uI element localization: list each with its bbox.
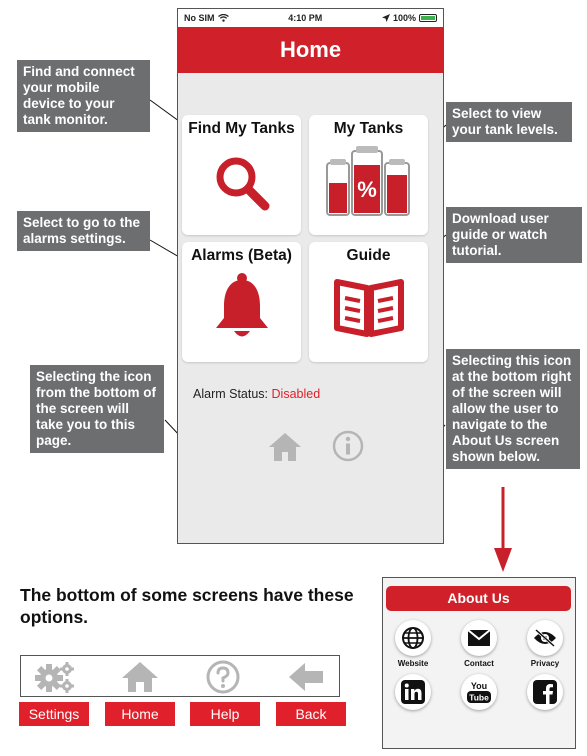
callout-my-tanks: Select to view your tank levels. <box>446 102 572 142</box>
alarms-tile[interactable]: Alarms (Beta) <box>182 242 301 362</box>
percent-glyph: % <box>357 177 377 202</box>
bottom-options-heading: The bottom of some screens have these op… <box>20 585 354 627</box>
settings-option-button[interactable]: Settings <box>19 702 89 726</box>
page-title: Home <box>178 27 443 73</box>
envelope-icon <box>467 629 491 646</box>
youtube-icon: You Tube <box>467 681 491 703</box>
guide-label: Guide <box>346 247 391 264</box>
home-option-icon[interactable] <box>120 660 160 694</box>
battery-percent: 100% <box>392 13 416 23</box>
alarms-label: Alarms (Beta) <box>191 247 292 264</box>
home-screen: Find My Tanks My Tanks % <box>178 73 443 543</box>
home-option-button[interactable]: Home <box>105 702 175 726</box>
open-book-icon <box>333 279 404 337</box>
about-us-title: About Us <box>386 586 571 611</box>
location-arrow-icon <box>381 14 390 22</box>
facebook-icon <box>533 680 557 704</box>
back-option-button[interactable]: Back <box>276 702 346 726</box>
clock-label: 4:10 PM <box>288 13 323 23</box>
alarm-status: Alarm Status: Disabled <box>193 387 320 401</box>
bell-icon <box>215 273 268 337</box>
about-us-panel: About Us Website Contact Privacy <box>382 577 576 749</box>
phone-mockup: No SIM 4:10 PM 100% Home Find My Tanks M… <box>177 8 444 544</box>
contact-button[interactable] <box>461 620 497 656</box>
globe-icon <box>402 627 424 649</box>
info-icon[interactable] <box>331 429 365 463</box>
privacy-button[interactable] <box>527 620 563 656</box>
website-label: Website <box>397 659 429 668</box>
my-tanks-tile[interactable]: My Tanks % <box>309 115 428 235</box>
alarm-status-value: Disabled <box>271 387 321 401</box>
hidden-eye-icon <box>534 628 556 648</box>
tank-levels-icon: % <box>325 146 410 216</box>
callout-info-icon: Selecting this icon at the bottom right … <box>446 349 580 469</box>
home-icon[interactable] <box>267 431 303 463</box>
linkedin-button[interactable] <box>395 674 431 710</box>
website-button[interactable] <box>395 620 431 656</box>
magnifier-icon <box>216 157 269 211</box>
battery-icon <box>418 14 437 22</box>
carrier-label: No SIM <box>184 13 215 23</box>
help-icon[interactable] <box>205 659 241 695</box>
callout-home-icon: Selecting the icon from the bottom of th… <box>30 365 164 453</box>
alarm-status-label: Alarm Status: <box>193 387 269 401</box>
callout-find-my-tanks: Find and connect your mobile device to y… <box>17 60 150 132</box>
find-my-tanks-label: Find My Tanks <box>188 120 295 137</box>
guide-tile[interactable]: Guide <box>309 242 428 362</box>
my-tanks-label: My Tanks <box>333 120 404 137</box>
callout-alarms: Select to go to the alarms settings. <box>17 211 150 251</box>
bottom-options-bar <box>20 655 340 697</box>
callout-guide: Download user guide or watch tutorial. <box>446 207 582 263</box>
youtube-button[interactable]: You Tube <box>461 674 497 710</box>
privacy-label: Privacy <box>530 659 560 668</box>
gear-icon[interactable] <box>33 661 77 693</box>
wifi-icon <box>217 14 229 22</box>
back-arrow-icon[interactable] <box>287 661 327 693</box>
facebook-button[interactable] <box>527 674 563 710</box>
youtube-tube-text: Tube <box>469 693 489 703</box>
find-my-tanks-tile[interactable]: Find My Tanks <box>182 115 301 235</box>
contact-label: Contact <box>464 659 494 668</box>
help-option-button[interactable]: Help <box>190 702 260 726</box>
linkedin-icon <box>401 680 425 704</box>
status-bar: No SIM 4:10 PM 100% <box>178 9 443 27</box>
youtube-you-text: You <box>471 681 487 691</box>
